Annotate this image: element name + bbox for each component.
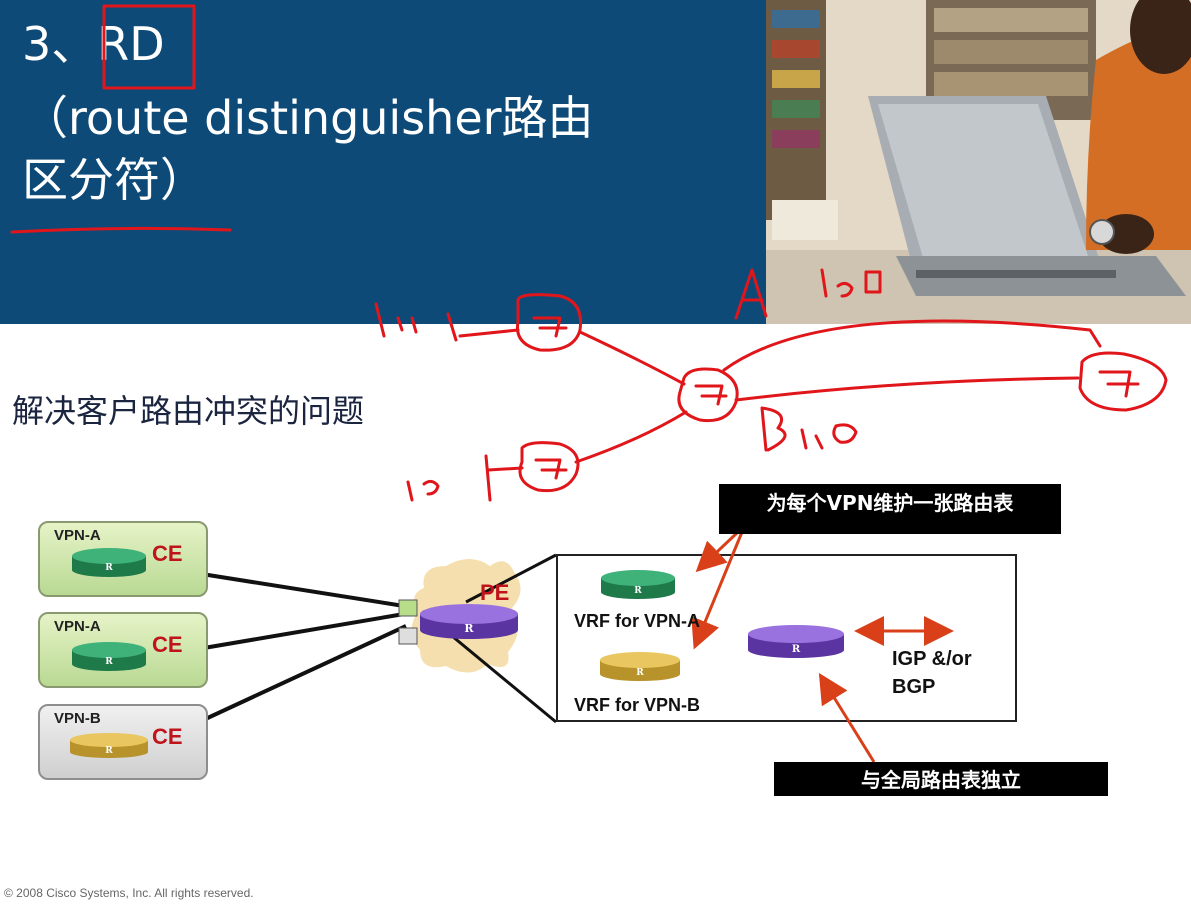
callout-arrow-global [818,672,876,763]
global-router-glyph: R [792,644,801,655]
site-label-vpn-a-1: VPN-A [54,527,101,544]
igp-label-line2: BGP [892,676,936,698]
photo-illustration [766,0,1191,324]
zoom-line-bottom [451,634,557,724]
vrf-b-router-icon: R [600,652,680,681]
ce-label-1: CE [152,541,183,566]
link-sketch-6 [722,319,1102,372]
zoom-line-top [465,553,557,604]
link-sketch-2 [578,330,686,386]
ce-router-icon-1: R [72,548,146,577]
scribble-1-1-top [374,302,458,342]
slide-title-line1: 3、RD [22,17,165,71]
pe-interface-a [398,599,418,617]
pe-label: PE [480,580,510,605]
rd-highlight-box [102,4,196,90]
link-sketch-1 [458,328,520,338]
router-sketch-right [1078,351,1168,412]
slide-title-line2: （route distinguisher路由 [22,91,594,145]
site-label-vpn-a-2: VPN-A [54,618,101,635]
ce-router-glyph-3: R [105,746,113,756]
vrf-a-router-glyph: R [634,586,642,596]
scribble-1-0-lower-right [800,423,858,450]
slide-title-line3: 区分符） [22,153,206,207]
ce-label-2: CE [152,632,183,657]
callout-per-vpn-table: 为每个VPN维护一张路由表 [719,484,1061,534]
vrf-b-router-glyph: R [636,668,644,678]
vrf-a-router-icon: R [601,570,675,599]
site-label-vpn-b: VPN-B [54,710,101,727]
link-sketch-5 [734,376,1080,402]
ce-label-3: CE [152,724,183,749]
header-photo [766,0,1191,324]
link-sketch-4 [486,466,524,472]
scribble-1-0-upper-right [820,268,882,298]
vrf-b-label: VRF for VPN-B [574,695,700,715]
ce-router-glyph-2: R [105,657,113,667]
callout-arrow-vrf-b [691,531,744,650]
vrf-a-label: VRF for VPN-A [574,611,700,631]
scribble-1-0-bottom [406,454,492,502]
scribble-a-label [734,268,768,320]
pe-interface-b [398,627,418,645]
callout-independent-global: 与全局路由表独立 [774,762,1108,796]
ce-router-icon-2: R [72,642,146,671]
slide-subtitle: 解决客户路由冲突的问题 [12,392,365,430]
ce-router-glyph-1: R [105,563,113,573]
ce-router-icon-3: R [70,733,148,758]
title-underline [10,226,232,234]
callout-arrow-vrf-a [695,530,740,573]
copyright-footer: © 2008 Cisco Systems, Inc. All rights re… [4,886,254,900]
pe-router-icon: R [420,604,518,639]
scribble-b-label [760,406,787,452]
title-banner: 3、RD （route distinguisher路由 区分符） [0,0,766,324]
router-sketch-bottom [518,441,580,493]
pe-router-glyph: R [464,622,474,635]
global-router-icon: R [748,625,844,658]
igp-label-line1: IGP &/or [892,648,972,670]
link-sketch-3 [574,410,688,464]
router-sketch-center [677,367,739,423]
router-sketch-top [515,293,583,352]
